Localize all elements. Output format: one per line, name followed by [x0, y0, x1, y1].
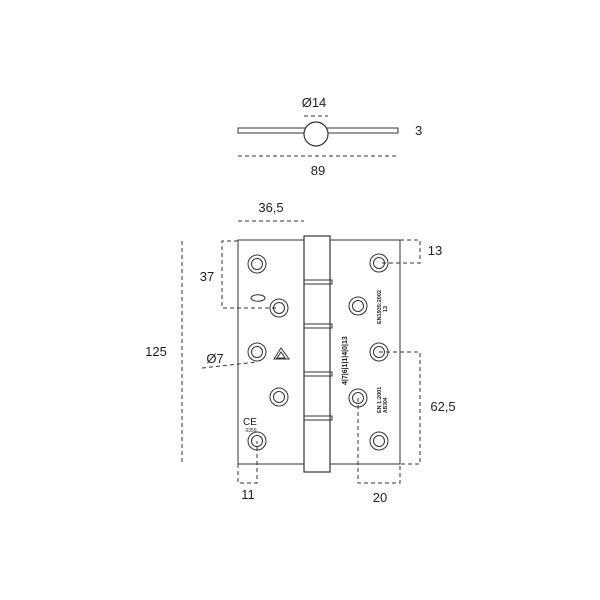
hinge-top-view: Ø14 3 89 [237, 95, 422, 178]
standard-top-label: EN1935:2002 [377, 290, 383, 324]
screw-hole [348, 296, 368, 316]
screw-hole [247, 254, 267, 274]
fire-rating-icon [273, 347, 290, 360]
hole-spacing-right-label: 62,5 [430, 399, 455, 414]
ce-number: 0359 [245, 428, 256, 434]
dimension-lines: 36,5 125 37 Ø7 13 62,5 11 20 [145, 200, 456, 505]
grade-code-label: 4|7|6|1|1|4|0|13 [342, 336, 349, 385]
open-width-label: 89 [311, 163, 325, 178]
hole-edge-offset-bottom-left-label: 11 [241, 487, 255, 502]
pin-diameter-label: Ø14 [302, 95, 327, 110]
screw-hole [247, 342, 267, 362]
knuckle-barrel [303, 235, 333, 473]
hole-top-offset-label: 37 [200, 269, 214, 284]
ce-mark: CE [243, 417, 257, 428]
bearing-ring [303, 415, 333, 421]
left-leaf-markings: CE 0359 [243, 294, 290, 434]
leaf-thickness-label: 3 [415, 123, 422, 138]
standard-top-code: 13 [383, 306, 389, 312]
right-leaf-markings: EN1935:2002 13 4|7|6|1|1|4|0|13 EN 1:200… [342, 290, 389, 413]
bearing-ring [303, 279, 333, 285]
standard-bottom-label: EN 1:2001 [377, 387, 383, 413]
hole-edge-offset-right-label: 13 [428, 243, 442, 258]
height-label: 125 [145, 344, 167, 359]
barrel-outline [303, 235, 331, 473]
leaf-width-label: 36,5 [258, 200, 283, 215]
hinge-front-view: CE 0359 EN1935:2002 13 4|7|6|1|1|4|0|13 … [145, 200, 456, 505]
knuckle-pin-circle [303, 121, 329, 147]
screw-hole [369, 431, 389, 451]
standard-bottom-code: AB304 [383, 397, 389, 413]
brand-logo [250, 294, 266, 302]
bearing-ring [303, 323, 333, 329]
bearing-ring [303, 371, 333, 377]
hole-edge-offset-bottom-right-label: 20 [373, 490, 387, 505]
hole-diameter-label: Ø7 [206, 351, 223, 366]
screw-hole [269, 387, 289, 407]
